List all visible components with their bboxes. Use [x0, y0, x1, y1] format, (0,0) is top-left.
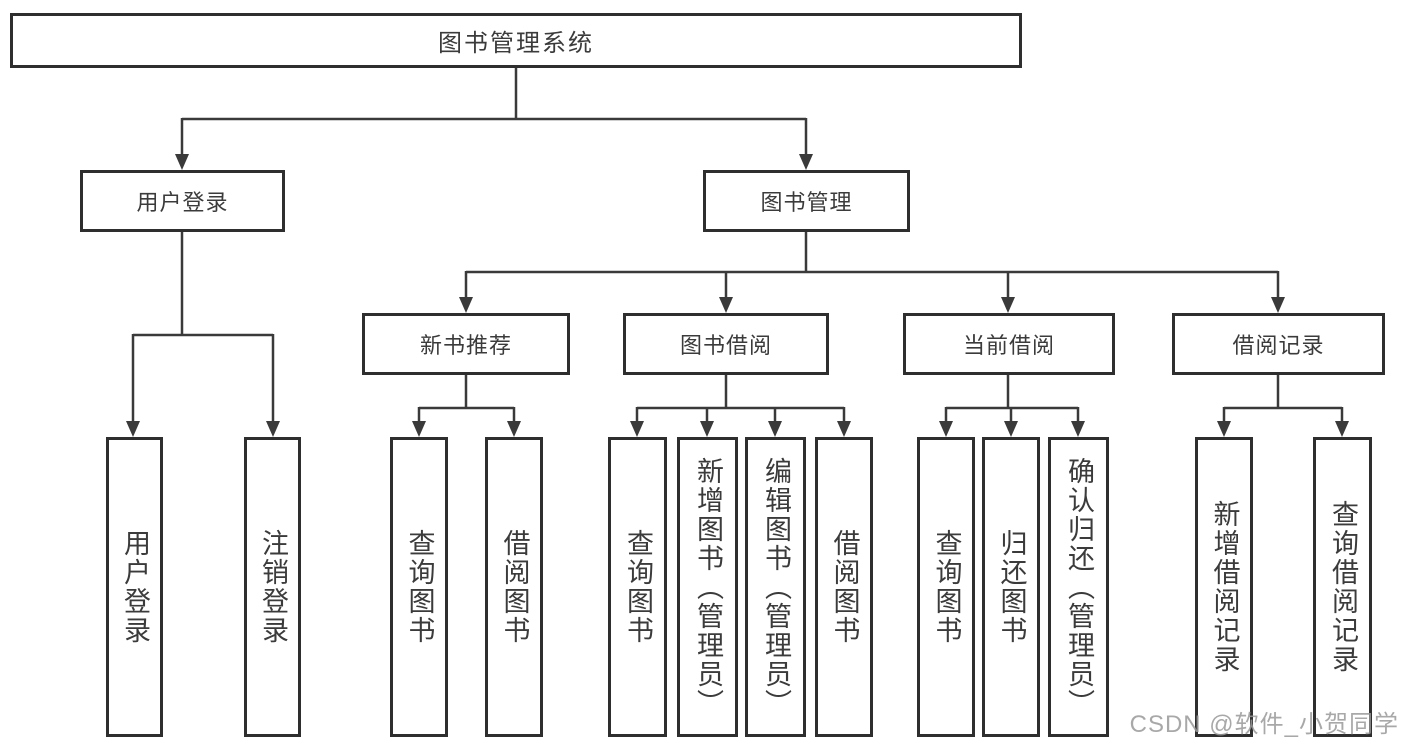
arrowhead — [507, 421, 521, 437]
node-root-label: 图书管理系统 — [438, 30, 594, 57]
leaf-confirm-return-admin-label: 确认归还（管理员） — [1064, 456, 1094, 718]
edge-userlogin-to-leaves — [131, 232, 275, 424]
arrowhead — [719, 297, 733, 313]
leaf-add-books-admin-label: 新增图书（管理员） — [693, 456, 723, 718]
leaf-logout-label: 注销登录 — [258, 529, 288, 645]
node-book-management-label: 图书管理 — [760, 190, 853, 215]
leaf-borrow-books: 借阅图书 — [815, 437, 873, 737]
arrowhead — [266, 421, 280, 437]
arrowhead — [1001, 297, 1015, 313]
leaf-edit-books-admin-label: 编辑图书（管理员） — [761, 456, 791, 718]
arrowheads — [126, 154, 1349, 437]
node-current-borrow-label: 当前借阅 — [962, 333, 1055, 358]
leaf-newbook-borrow-books-label: 借阅图书 — [499, 529, 530, 645]
node-borrow-record-label: 借阅记录 — [1232, 333, 1325, 358]
arrowhead — [1071, 421, 1085, 437]
arrowhead — [126, 421, 140, 437]
node-root: 图书管理系统 — [10, 13, 1022, 68]
leaf-current-query-books: 查询图书 — [917, 437, 975, 737]
leaf-query-borrow-record-label: 查询借阅记录 — [1328, 500, 1358, 674]
arrowhead — [837, 421, 851, 437]
leaf-user-login-label: 用户登录 — [120, 529, 150, 645]
arrowhead — [1271, 297, 1285, 313]
arrowhead — [630, 421, 644, 437]
node-user-login-label: 用户登录 — [136, 190, 229, 215]
arrowhead — [799, 154, 813, 170]
node-new-book-recommend: 新书推荐 — [362, 313, 570, 375]
edge-newbook-to-leaves — [417, 375, 516, 424]
node-current-borrow: 当前借阅 — [903, 313, 1115, 375]
leaf-current-query-books-label: 查询图书 — [931, 529, 962, 645]
leaf-add-books-admin: 新增图书（管理员） — [677, 437, 738, 737]
node-book-borrow: 图书借阅 — [623, 313, 829, 375]
arrowhead — [459, 297, 473, 313]
arrowhead — [939, 421, 953, 437]
node-book-management: 图书管理 — [703, 170, 910, 232]
leaf-logout: 注销登录 — [244, 437, 301, 737]
arrowhead — [768, 421, 782, 437]
leaf-borrow-query-books: 查询图书 — [608, 437, 667, 737]
arrowhead — [700, 421, 714, 437]
leaf-newbook-query-books-label: 查询图书 — [404, 529, 435, 645]
leaf-query-borrow-record: 查询借阅记录 — [1313, 437, 1372, 737]
edge-root-to-level2 — [180, 68, 808, 158]
leaf-borrow-query-books-label: 查询图书 — [623, 529, 653, 645]
edge-bookborrow-to-leaves — [635, 375, 846, 424]
leaf-add-borrow-record: 新增借阅记录 — [1195, 437, 1253, 737]
arrowhead — [175, 154, 189, 170]
arrowhead — [1217, 421, 1231, 437]
edge-borrowrecord-to-leaves — [1222, 375, 1344, 424]
leaf-confirm-return-admin: 确认归还（管理员） — [1048, 437, 1109, 737]
node-book-borrow-label: 图书借阅 — [679, 333, 772, 358]
arrowhead — [412, 421, 426, 437]
leaf-add-borrow-record-label: 新增借阅记录 — [1209, 500, 1240, 674]
leaf-return-books: 归还图书 — [982, 437, 1040, 737]
leaf-user-login: 用户登录 — [106, 437, 163, 737]
leaf-borrow-books-label: 借阅图书 — [829, 529, 860, 645]
leaf-edit-books-admin: 编辑图书（管理员） — [745, 437, 806, 737]
node-new-book-recommend-label: 新书推荐 — [419, 333, 512, 358]
arrowhead — [1335, 421, 1349, 437]
csdn-watermark: CSDN @软件_小贺同学 — [1129, 711, 1399, 738]
leaf-newbook-query-books: 查询图书 — [390, 437, 448, 737]
edge-bookmgmt-to-level3 — [464, 232, 1280, 300]
leaf-return-books-label: 归还图书 — [996, 529, 1027, 645]
node-borrow-record: 借阅记录 — [1172, 313, 1385, 375]
node-user-login: 用户登录 — [80, 170, 285, 232]
arrowhead — [1004, 421, 1018, 437]
edge-currentborrow-to-leaves — [944, 375, 1080, 424]
leaf-newbook-borrow-books: 借阅图书 — [485, 437, 543, 737]
